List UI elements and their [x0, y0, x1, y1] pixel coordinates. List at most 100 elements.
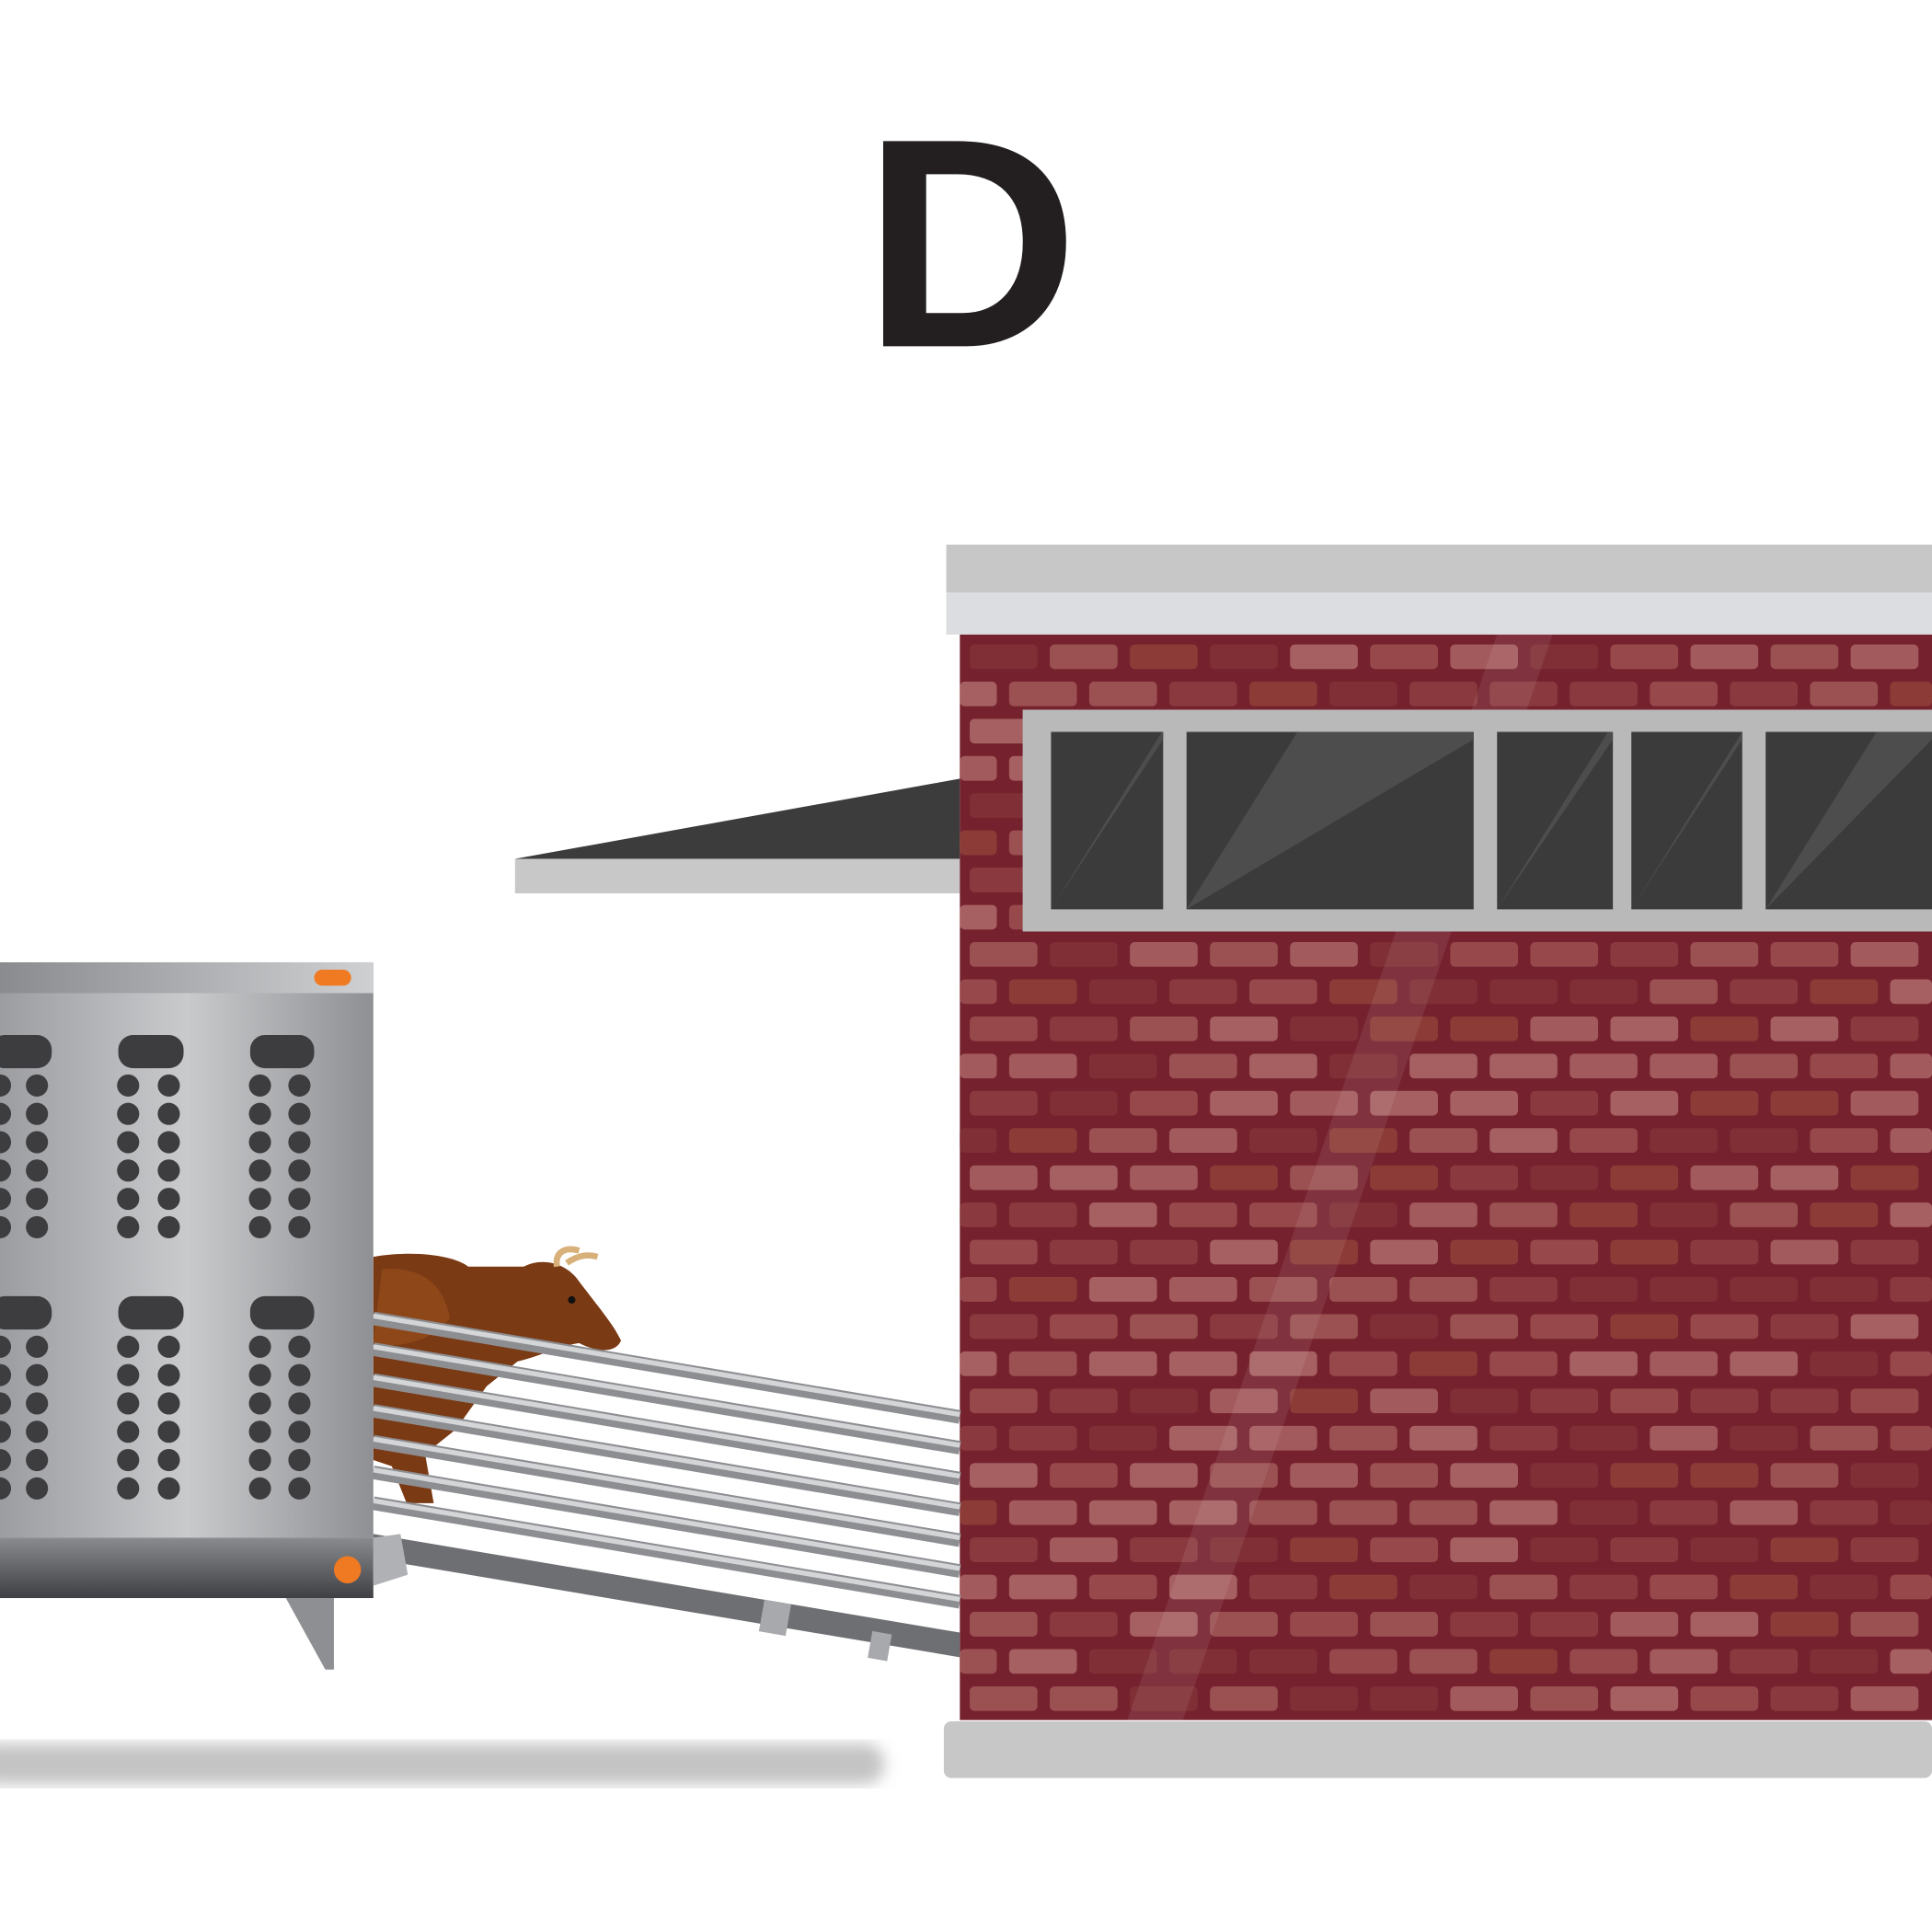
brick	[1650, 979, 1718, 1005]
brick	[1050, 644, 1118, 670]
brick	[1210, 1165, 1278, 1190]
livestock-trailer	[0, 961, 408, 1670]
brick	[1890, 1574, 1932, 1600]
brick	[1088, 1425, 1157, 1451]
brick	[1650, 1128, 1718, 1154]
brick	[1329, 1500, 1397, 1525]
brick	[1730, 1277, 1799, 1302]
vent-group	[0, 1035, 52, 1238]
brick	[1329, 979, 1397, 1005]
brick	[1890, 1351, 1932, 1376]
brick	[1489, 1202, 1558, 1227]
brick	[1008, 1574, 1077, 1600]
brick	[1008, 1053, 1077, 1079]
brick	[1810, 1202, 1879, 1227]
brick	[970, 644, 1038, 670]
brick	[970, 1314, 1038, 1340]
brick	[1210, 1090, 1278, 1116]
brick	[1249, 979, 1317, 1005]
brick	[1088, 1053, 1157, 1079]
brick	[1130, 942, 1198, 967]
brick	[1168, 1425, 1237, 1451]
brick	[1690, 1016, 1759, 1041]
brick	[1810, 1128, 1879, 1154]
cow-eye	[568, 1295, 576, 1304]
brick	[1770, 1388, 1839, 1414]
brick	[1210, 1685, 1278, 1711]
brick	[1690, 644, 1759, 670]
brick	[1168, 1277, 1237, 1302]
brick	[1450, 1239, 1518, 1265]
brick	[1890, 1649, 1932, 1674]
brick	[1489, 1128, 1558, 1154]
brick	[1650, 1500, 1718, 1525]
brick	[1690, 1165, 1759, 1190]
brick	[1690, 1314, 1759, 1340]
brick	[960, 755, 997, 781]
brick	[1050, 1090, 1118, 1116]
window-pane	[1497, 731, 1614, 910]
brick	[1570, 1500, 1638, 1525]
brick	[1730, 1351, 1799, 1376]
brick	[960, 1351, 997, 1376]
brick	[1409, 1351, 1478, 1376]
brick	[1210, 942, 1278, 967]
brick	[1690, 1685, 1759, 1711]
brick	[1290, 1090, 1358, 1116]
brick	[1690, 1463, 1759, 1489]
brick	[1489, 979, 1558, 1005]
brick	[1570, 979, 1638, 1005]
brick	[1249, 1574, 1317, 1600]
ramp-rail	[372, 1373, 961, 1486]
brick	[1370, 1165, 1438, 1190]
brick	[1850, 1537, 1919, 1562]
brick	[1770, 942, 1839, 967]
brick	[1008, 1277, 1077, 1302]
brick	[1610, 1165, 1679, 1190]
brick	[1850, 1239, 1919, 1265]
brick	[1168, 1649, 1237, 1674]
brick	[1370, 1314, 1438, 1340]
brick	[1168, 1128, 1237, 1154]
brick	[1370, 1388, 1438, 1414]
brick	[1409, 1202, 1478, 1227]
brick	[1050, 1165, 1118, 1190]
brick	[1168, 681, 1237, 707]
roof-cap	[946, 544, 1932, 593]
brick	[1610, 1388, 1679, 1414]
brick	[1329, 1202, 1397, 1227]
brick	[1370, 1685, 1438, 1711]
brick	[1489, 1425, 1558, 1451]
brick	[1530, 1463, 1599, 1489]
window-pane	[1765, 731, 1932, 910]
brick	[1570, 1053, 1638, 1079]
ramp-floor	[373, 1534, 960, 1658]
brick	[1088, 1500, 1157, 1525]
vent-group	[248, 1035, 315, 1238]
brick	[1409, 1053, 1478, 1079]
brick	[1329, 681, 1397, 707]
brick	[1290, 1388, 1358, 1414]
brick	[970, 1388, 1038, 1414]
brick	[1770, 1463, 1839, 1489]
ramp-bracket	[758, 1599, 791, 1637]
brick	[1489, 1277, 1558, 1302]
brick	[1570, 1425, 1638, 1451]
title-letter: D	[863, 76, 1078, 409]
brick	[1489, 1574, 1558, 1600]
brick	[970, 793, 1038, 819]
brick	[1530, 1165, 1599, 1190]
brick	[1610, 1685, 1679, 1711]
brick	[1290, 942, 1358, 967]
brick	[1210, 644, 1278, 670]
brick	[1050, 942, 1118, 967]
brick	[1810, 1500, 1879, 1525]
ramp-rail	[372, 1404, 961, 1516]
brick-building	[943, 544, 1932, 1778]
brick	[1210, 1016, 1278, 1041]
brick	[1850, 644, 1919, 670]
brick	[1690, 1612, 1759, 1637]
foundation-slab	[943, 1720, 1932, 1778]
brick	[1810, 1574, 1879, 1600]
brick	[1370, 1537, 1438, 1562]
